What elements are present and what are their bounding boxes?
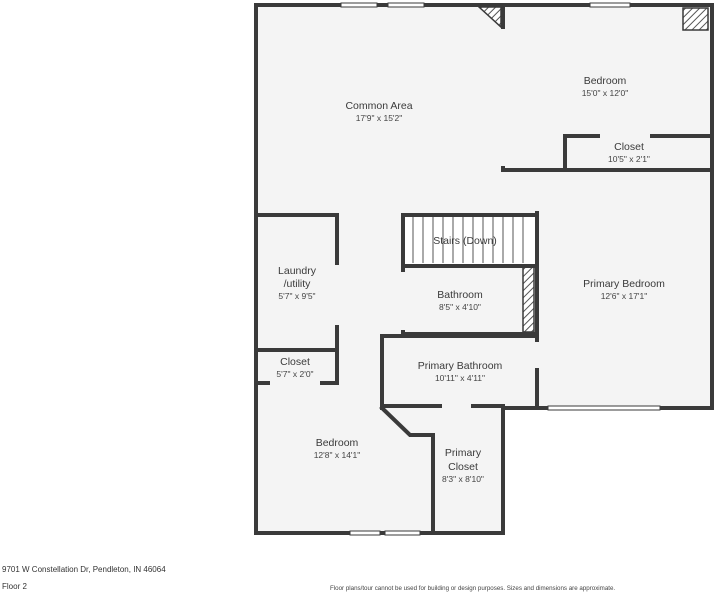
openings (270, 40, 650, 409)
address-text: 9701 W Constellation Dr, Pendleton, IN 4… (2, 565, 166, 574)
bedroom-bottom-dims: 12'8" x 14'1" (314, 450, 361, 460)
bathroom-name: Bathroom (437, 289, 483, 301)
primary-bathroom-name: Primary Bathroom (418, 360, 503, 372)
closet-left-name: Closet (280, 356, 310, 368)
bedroom-top-name: Bedroom (584, 75, 627, 87)
windows (340, 2, 661, 536)
primary-bedroom-name: Primary Bedroom (583, 278, 665, 290)
common-area-dims: 17'9" x 15'2" (356, 113, 403, 123)
laundry-dims: 5'7" x 9'5" (278, 291, 315, 301)
stairs-name: Stairs (Down) (433, 235, 497, 247)
floor-label: Floor 2 (2, 582, 27, 591)
primary-closet-name-1: Primary (445, 447, 482, 459)
room-labels: Common Area 17'9" x 15'2" Bedroom 15'0" … (276, 75, 665, 484)
bedroom-top-dims: 15'0" x 12'0" (582, 88, 629, 98)
primary-bathroom-dims: 10'11" x 4'11" (435, 373, 485, 383)
primary-closet-dims: 8'3" x 8'10" (442, 474, 484, 484)
laundry-name-1: Laundry (278, 265, 317, 277)
bathroom-dims: 8'5" x 4'10" (439, 302, 481, 312)
closet-top-dims: 10'5" x 2'1" (608, 154, 650, 164)
disclaimer-text: Floor plans/tour cannot be used for buil… (330, 585, 616, 592)
primary-closet-name-2: Closet (448, 461, 478, 473)
closet-top-name: Closet (614, 141, 644, 153)
laundry-name-2: /utility (284, 278, 312, 290)
closet-left-dims: 5'7" x 2'0" (276, 369, 313, 379)
stairs-treads (403, 216, 535, 264)
primary-bedroom-dims: 12'6" x 17'1" (601, 291, 648, 301)
bedroom-bottom-name: Bedroom (316, 437, 359, 449)
common-area-name: Common Area (345, 100, 412, 112)
